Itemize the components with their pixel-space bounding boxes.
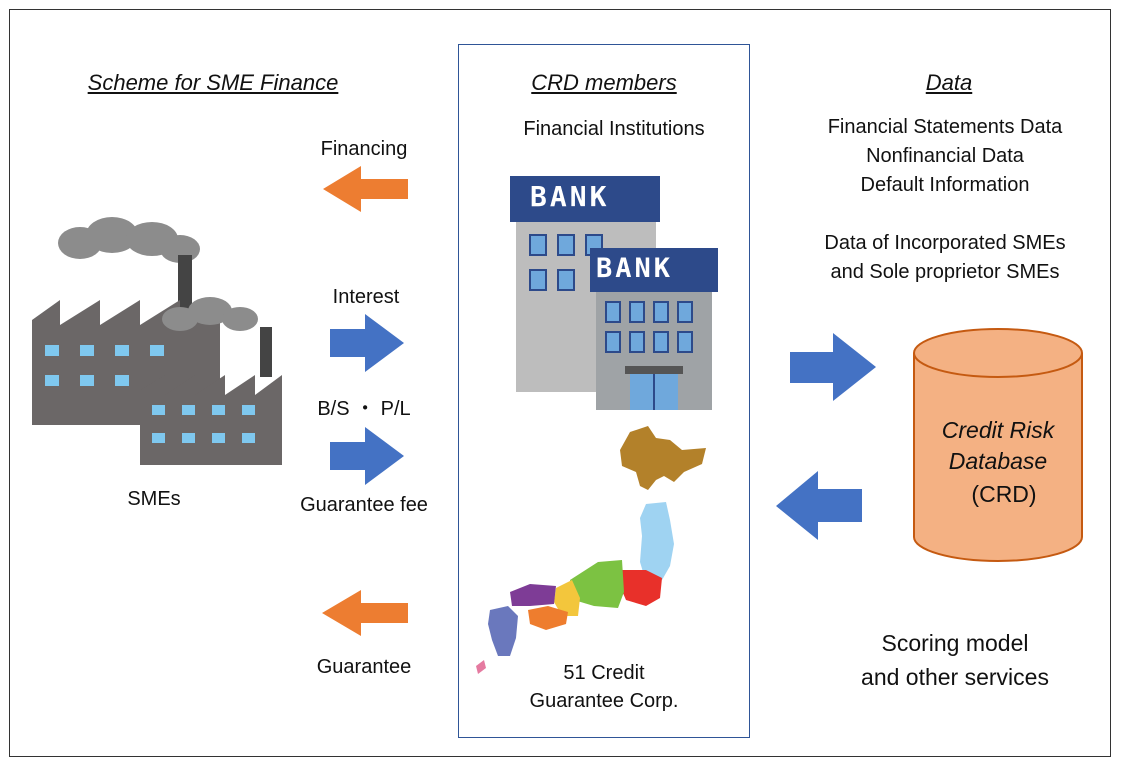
db-label-line1: Credit Risk: [941, 417, 1055, 443]
label-services-line1: Scoring model: [881, 630, 1029, 656]
crd-members-box: [458, 44, 750, 738]
db-label-line3: (CRD): [971, 481, 1037, 507]
label-bs-pl: B/S ・ P/L: [317, 398, 411, 420]
header-data: Data: [925, 70, 973, 95]
crd-database-icon: [913, 328, 1083, 562]
header-members: CRD members: [531, 70, 677, 95]
japan-map-icon: [476, 426, 706, 674]
label-scope-line1: Data of Incorporated SMEs: [824, 232, 1066, 254]
db-label-line2: Database: [948, 448, 1048, 474]
label-guarantee-fee: Guarantee fee: [300, 494, 428, 516]
label-services-line2: and other services: [861, 664, 1049, 690]
interest-arrow: [330, 314, 404, 372]
label-interest: Interest: [332, 286, 400, 308]
label-smes: SMEs: [127, 488, 181, 510]
label-scope-line2: and Sole proprietor SMEs: [830, 261, 1060, 283]
data-item-nonfinancial: Nonfinancial Data: [866, 145, 1024, 167]
label-financial-institutions: Financial Institutions: [523, 118, 705, 140]
bank-sign-front: BANK: [596, 253, 674, 284]
outer-frame: [9, 9, 1111, 757]
label-financing: Financing: [320, 138, 408, 160]
to-database-arrow: [790, 333, 876, 401]
label-cgc-line2: Guarantee Corp.: [529, 690, 679, 712]
guarantee-arrow: [322, 590, 408, 636]
factory-icon: [32, 217, 282, 465]
bank-sign-back: BANK: [530, 180, 610, 213]
from-database-arrow: [776, 471, 862, 540]
financing-arrow: [323, 166, 408, 212]
data-item-default: Default Information: [860, 174, 1030, 196]
label-guarantee: Guarantee: [316, 656, 412, 678]
bank-icon: [510, 176, 718, 410]
label-cgc-line1: 51 Credit: [563, 662, 645, 684]
guarantee-fee-arrow: [330, 427, 404, 485]
header-scheme: Scheme for SME Finance: [87, 70, 339, 95]
data-item-financial-statements: Financial Statements Data: [827, 116, 1063, 138]
